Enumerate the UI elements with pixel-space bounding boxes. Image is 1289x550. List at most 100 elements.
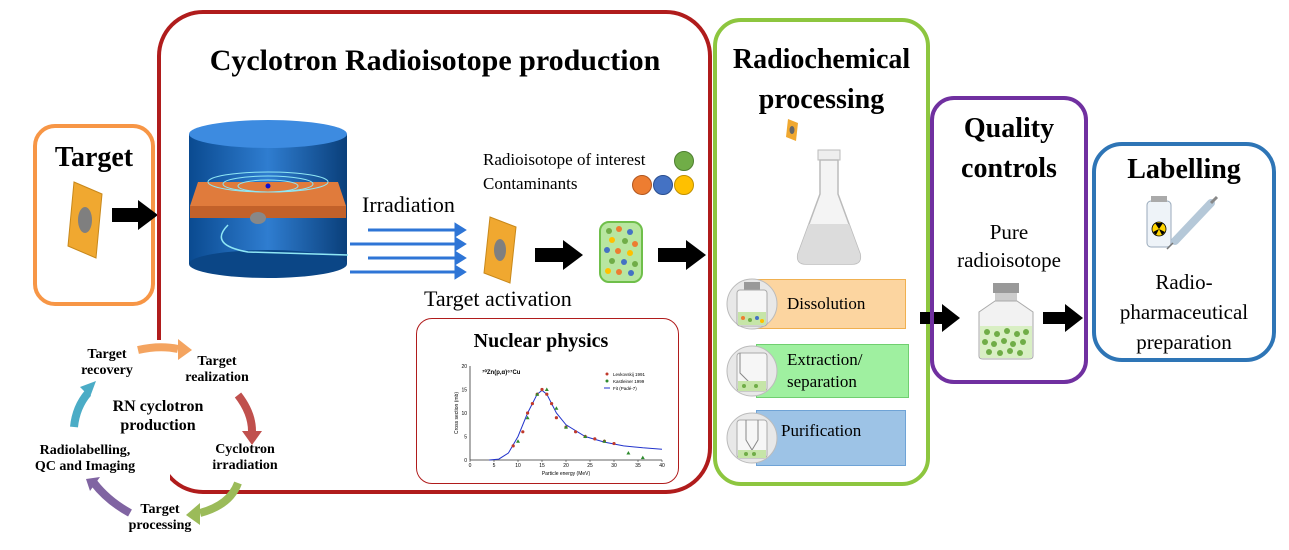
chart-x-tick-label: 20 bbox=[563, 463, 569, 469]
pure-isotope-vial-icon bbox=[978, 283, 1034, 360]
cycle-step-processing: Target processing bbox=[128, 502, 192, 533]
chart-point-levkovskij bbox=[530, 402, 534, 406]
quality-title-line2: controls bbox=[961, 153, 1057, 184]
chart-point-levkovskij bbox=[612, 441, 616, 446]
irradiation-label: Irradiation bbox=[362, 192, 455, 217]
cycle-step-irradiation: Cyclotron irradiation bbox=[212, 442, 278, 473]
chart-x-tick-label: 0 bbox=[469, 463, 472, 469]
dissolution-vial-icon bbox=[726, 278, 778, 330]
chart-title: ⁷⁰Zn(p,α)⁶⁷Cu bbox=[482, 369, 521, 376]
chart-point-levkovskij bbox=[545, 392, 549, 396]
nuclear-physics-title: Nuclear physics bbox=[473, 330, 609, 352]
chart-legend-label: Kastleiner 1999 bbox=[613, 379, 645, 384]
chart-legend-label: Fit (Padé-7) bbox=[613, 386, 637, 391]
chart-point-kastleiner bbox=[626, 450, 631, 455]
chart-point-levkovskij bbox=[554, 416, 558, 420]
chart-legend-label: Levkovskij 1991 bbox=[613, 372, 646, 377]
chart-point-kastleiner bbox=[525, 415, 530, 420]
arrow-to-quality bbox=[920, 304, 960, 332]
quality-title-line1: Quality bbox=[963, 113, 1055, 144]
dissolution-step: Dissolution bbox=[756, 279, 906, 329]
chart-point-kastleiner bbox=[564, 425, 568, 429]
cycle-step-recovery: Target recovery bbox=[81, 347, 133, 378]
chart-point-levkovskij bbox=[511, 444, 515, 448]
contaminant-dot-yellow bbox=[674, 175, 694, 195]
arrow-target-to-cyclotron bbox=[112, 200, 158, 230]
cyclotron-title: Cyclotron Radioisotope production bbox=[209, 44, 661, 77]
cyclotron-section bbox=[157, 10, 712, 494]
chart-legend-swatch bbox=[605, 379, 609, 383]
chart-point-levkovskij bbox=[526, 411, 530, 415]
cycle-step-radiolabelling: Radiolabelling, QC and Imaging bbox=[34, 443, 136, 474]
radiochem-title-line2: processing bbox=[758, 84, 885, 115]
contaminant-dot-blue bbox=[653, 175, 673, 195]
chart-point-kastleiner bbox=[640, 455, 645, 460]
purification-vial-icon bbox=[726, 412, 778, 464]
erlenmeyer-flask-icon bbox=[796, 149, 862, 265]
radioisotope-of-interest-label: Radioisotope of interest bbox=[483, 150, 646, 169]
chart-point-kastleiner bbox=[554, 406, 559, 410]
chart-y-tick-label: 0 bbox=[464, 458, 467, 464]
activated-particles-icon bbox=[599, 221, 643, 283]
target-plate-icon bbox=[67, 181, 103, 259]
pure-label: Pure bbox=[989, 220, 1029, 244]
chart-x-tick-label: 40 bbox=[659, 463, 665, 469]
chart-series-fit-line bbox=[489, 389, 663, 461]
radiochem-title-line1: Radiochemical bbox=[732, 44, 911, 75]
cyclotron-border-gap bbox=[140, 340, 170, 500]
irradiation-beam-arrows bbox=[350, 222, 467, 280]
target-activation-label: Target activation bbox=[424, 286, 572, 311]
chart-x-label: Particle energy (MeV) bbox=[542, 471, 591, 477]
small-target-icon bbox=[786, 119, 798, 141]
contaminants-label: Contaminants bbox=[483, 174, 578, 193]
chart-point-levkovskij bbox=[550, 402, 554, 406]
interest-dot bbox=[674, 151, 694, 171]
chart-point-kastleiner bbox=[535, 392, 540, 396]
chart-x-tick-label: 10 bbox=[515, 463, 521, 469]
chart-point-kastleiner bbox=[602, 439, 607, 443]
activated-target-icon bbox=[483, 216, 517, 284]
production-cycle-arrows bbox=[70, 339, 262, 525]
chart-point-levkovskij bbox=[521, 430, 525, 434]
chart-y-label: Cross section (mb) bbox=[454, 392, 460, 434]
arrow-activation bbox=[535, 240, 583, 270]
chart-point-levkovskij bbox=[593, 437, 597, 441]
chart-x-tick-label: 15 bbox=[539, 463, 545, 469]
extraction-step: Extraction/ separation bbox=[756, 344, 909, 398]
labelling-title: Labelling bbox=[1127, 154, 1241, 185]
syringe-vial-icon bbox=[1146, 195, 1219, 250]
chart-x-tick-label: 35 bbox=[635, 463, 641, 469]
chart-point-levkovskij bbox=[540, 387, 544, 392]
labelling-section bbox=[1092, 142, 1276, 362]
arrow-to-radiochem bbox=[658, 240, 706, 270]
chart-point-kastleiner bbox=[544, 387, 549, 391]
target-title: Target bbox=[54, 142, 134, 173]
chart-legend-swatch bbox=[605, 372, 609, 376]
contaminant-dot-orange bbox=[632, 175, 652, 195]
chart-x-tick-label: 25 bbox=[587, 463, 593, 469]
chart-y-tick-label: 15 bbox=[461, 388, 467, 394]
extraction-vial-icon bbox=[726, 345, 778, 397]
chart-x-tick-label: 5 bbox=[493, 463, 496, 469]
chart-x-tick-label: 30 bbox=[611, 463, 617, 469]
cycle-center-label: RN cyclotron production bbox=[112, 398, 204, 434]
chart-point-levkovskij bbox=[574, 430, 578, 434]
purification-step: Purification bbox=[756, 410, 906, 466]
labelling-line3: preparation bbox=[1136, 330, 1232, 354]
arrow-to-labelling bbox=[1043, 304, 1083, 332]
nuclear-physics-box bbox=[416, 318, 679, 484]
chart-point-kastleiner bbox=[516, 439, 520, 443]
chart-y-tick-label: 20 bbox=[461, 364, 467, 370]
chart-y-tick-label: 5 bbox=[464, 435, 467, 441]
cycle-step-realization: Target realization bbox=[185, 354, 249, 385]
chart-point-kastleiner bbox=[583, 434, 588, 438]
chart-y-tick-label: 10 bbox=[461, 411, 467, 417]
labelling-line2: pharmaceutical bbox=[1119, 300, 1249, 324]
radiochem-section bbox=[713, 18, 930, 486]
quality-section bbox=[930, 96, 1088, 384]
radioisotope-label: radioisotope bbox=[957, 248, 1061, 272]
labelling-line1: Radio- bbox=[1155, 270, 1213, 294]
cyclotron-icon bbox=[189, 120, 349, 278]
